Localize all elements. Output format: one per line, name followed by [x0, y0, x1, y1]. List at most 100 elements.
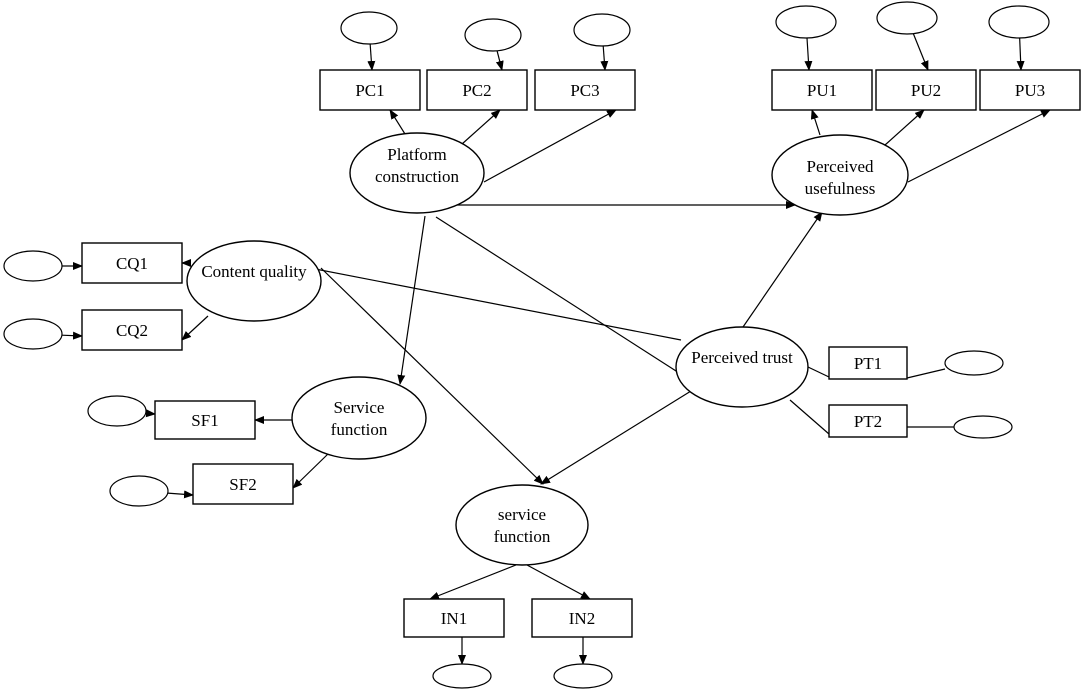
indicator-box [979, 69, 1081, 111]
construct-label-line-2: function [331, 420, 388, 439]
indicator-pc1: PC1 [319, 69, 421, 111]
path-perceived-trust-to-pt1 [807, 366, 830, 378]
error-arrow-pc1 [367, 43, 376, 71]
construct-label-line-2: construction [375, 167, 460, 186]
path-platform-construction-to-perceived-trust [435, 216, 702, 388]
path-platform-construction-to-pc1 [389, 109, 406, 135]
construct-platform-construction: Platform construction [349, 132, 485, 214]
error-arrow-cq2 [61, 331, 83, 340]
construct-ellipse [675, 326, 809, 408]
path-service-function-upper-to-sf2 [292, 452, 330, 489]
error-term-pu1 [775, 5, 837, 71]
indicator-box [403, 598, 505, 638]
error-term-cq2 [3, 318, 83, 350]
indicator-box [81, 242, 183, 284]
error-arrow-pu2 [912, 33, 929, 71]
error-ellipse-pc2 [464, 18, 522, 52]
error-term-sf1 [87, 395, 156, 427]
error-term-pc1 [340, 11, 398, 71]
construct-ellipse [349, 132, 485, 214]
indicator-box [828, 404, 908, 438]
indicator-label: IN2 [569, 609, 595, 628]
path-content-quality-to-perceived-trust [304, 266, 682, 341]
path-content-quality-to-service-function-lower [320, 267, 544, 485]
construct-perceived-trust: Perceived trust [675, 326, 809, 408]
indicator-label: PC3 [570, 81, 599, 100]
error-ellipse-pc3 [573, 13, 631, 47]
indicator-box [154, 400, 256, 440]
construct-service-function-upper: Service function [291, 376, 427, 460]
construct-label: Perceived trust [691, 348, 793, 367]
indicator-label: PU1 [807, 81, 837, 100]
error-ellipse-pu3 [988, 5, 1050, 39]
error-ellipse-sf1 [87, 395, 147, 427]
indicator-cq2: CQ2 [81, 309, 183, 351]
indicator-label: PT2 [854, 412, 882, 431]
indicator-sf2: SF2 [192, 463, 294, 505]
error-arrow-pc2 [495, 50, 504, 71]
path-perceived-trust-to-pt2 [789, 399, 830, 435]
error-ellipse-sf2 [109, 475, 169, 507]
indicator-pu2: PU2 [875, 69, 977, 111]
error-ellipse-pu1 [775, 5, 837, 39]
indicator-label: CQ2 [116, 321, 148, 340]
error-ellipse-in2 [553, 663, 613, 689]
construct-content-quality: Content quality [186, 240, 322, 322]
indicator-pc2: PC2 [426, 69, 528, 111]
construct-label-line-2: usefulness [805, 179, 876, 198]
error-arrow-pc3 [600, 45, 609, 71]
construct-label-line-1: Perceived [806, 157, 874, 176]
path-perceived-trust-to-perceived-usefulness [742, 211, 823, 328]
indicator-in2: IN2 [531, 598, 633, 638]
indicator-pu3: PU3 [979, 69, 1081, 111]
path-content-quality-to-cq2 [181, 315, 209, 341]
indicator-label: IN1 [441, 609, 467, 628]
error-arrow-pu1 [804, 37, 813, 71]
indicator-box [828, 346, 908, 380]
indicator-box [426, 69, 528, 111]
path-perceived-usefulness-to-pu1 [810, 109, 821, 136]
indicator-pt2: PT2 [828, 404, 908, 438]
indicator-label: CQ1 [116, 254, 148, 273]
error-term-pc2 [464, 18, 522, 71]
error-term-in2 [553, 637, 613, 689]
path-platform-construction-to-pc2 [461, 109, 501, 145]
error-arrow-pt1 [906, 368, 946, 379]
error-term-cq1 [3, 250, 83, 282]
indicator-box [875, 69, 977, 111]
indicator-pu1: PU1 [771, 69, 873, 111]
error-term-pt1 [906, 350, 1004, 379]
error-ellipse-cq2 [3, 318, 63, 350]
construct-ellipse [291, 376, 427, 460]
error-ellipse-pt1 [944, 350, 1004, 376]
indicator-label: PC1 [355, 81, 384, 100]
construct-label: Content quality [201, 262, 307, 281]
construct-ellipse [771, 134, 909, 216]
indicator-label: PU3 [1015, 81, 1045, 100]
error-ellipse-in1 [432, 663, 492, 689]
path-perceived-usefulness-to-pu3 [907, 109, 1051, 183]
path-service-function-lower-to-in1 [429, 564, 517, 600]
error-ellipse-pt2 [953, 415, 1013, 439]
error-term-pu2 [876, 1, 938, 71]
indicator-label: SF1 [191, 411, 218, 430]
indicator-box [771, 69, 873, 111]
error-term-pc3 [573, 13, 631, 71]
indicator-label: PU2 [911, 81, 941, 100]
indicator-label: SF2 [229, 475, 256, 494]
path-service-function-lower-to-in2 [526, 564, 591, 600]
error-arrow-sf2 [167, 490, 194, 499]
construct-label-line-1: Service [334, 398, 385, 417]
indicator-box [534, 69, 636, 111]
construct-label-line-1: service [498, 505, 546, 524]
path-perceived-trust-to-service-function-lower [540, 390, 692, 485]
error-term-in1 [432, 637, 492, 689]
construct-label-line-1: Platform [387, 145, 447, 164]
error-term-sf2 [109, 475, 194, 507]
error-ellipse-pc1 [340, 11, 398, 45]
error-arrow-pu3 [1016, 37, 1025, 71]
indicator-pt1: PT1 [828, 346, 908, 380]
path-platform-construction-to-pc3 [483, 109, 617, 183]
